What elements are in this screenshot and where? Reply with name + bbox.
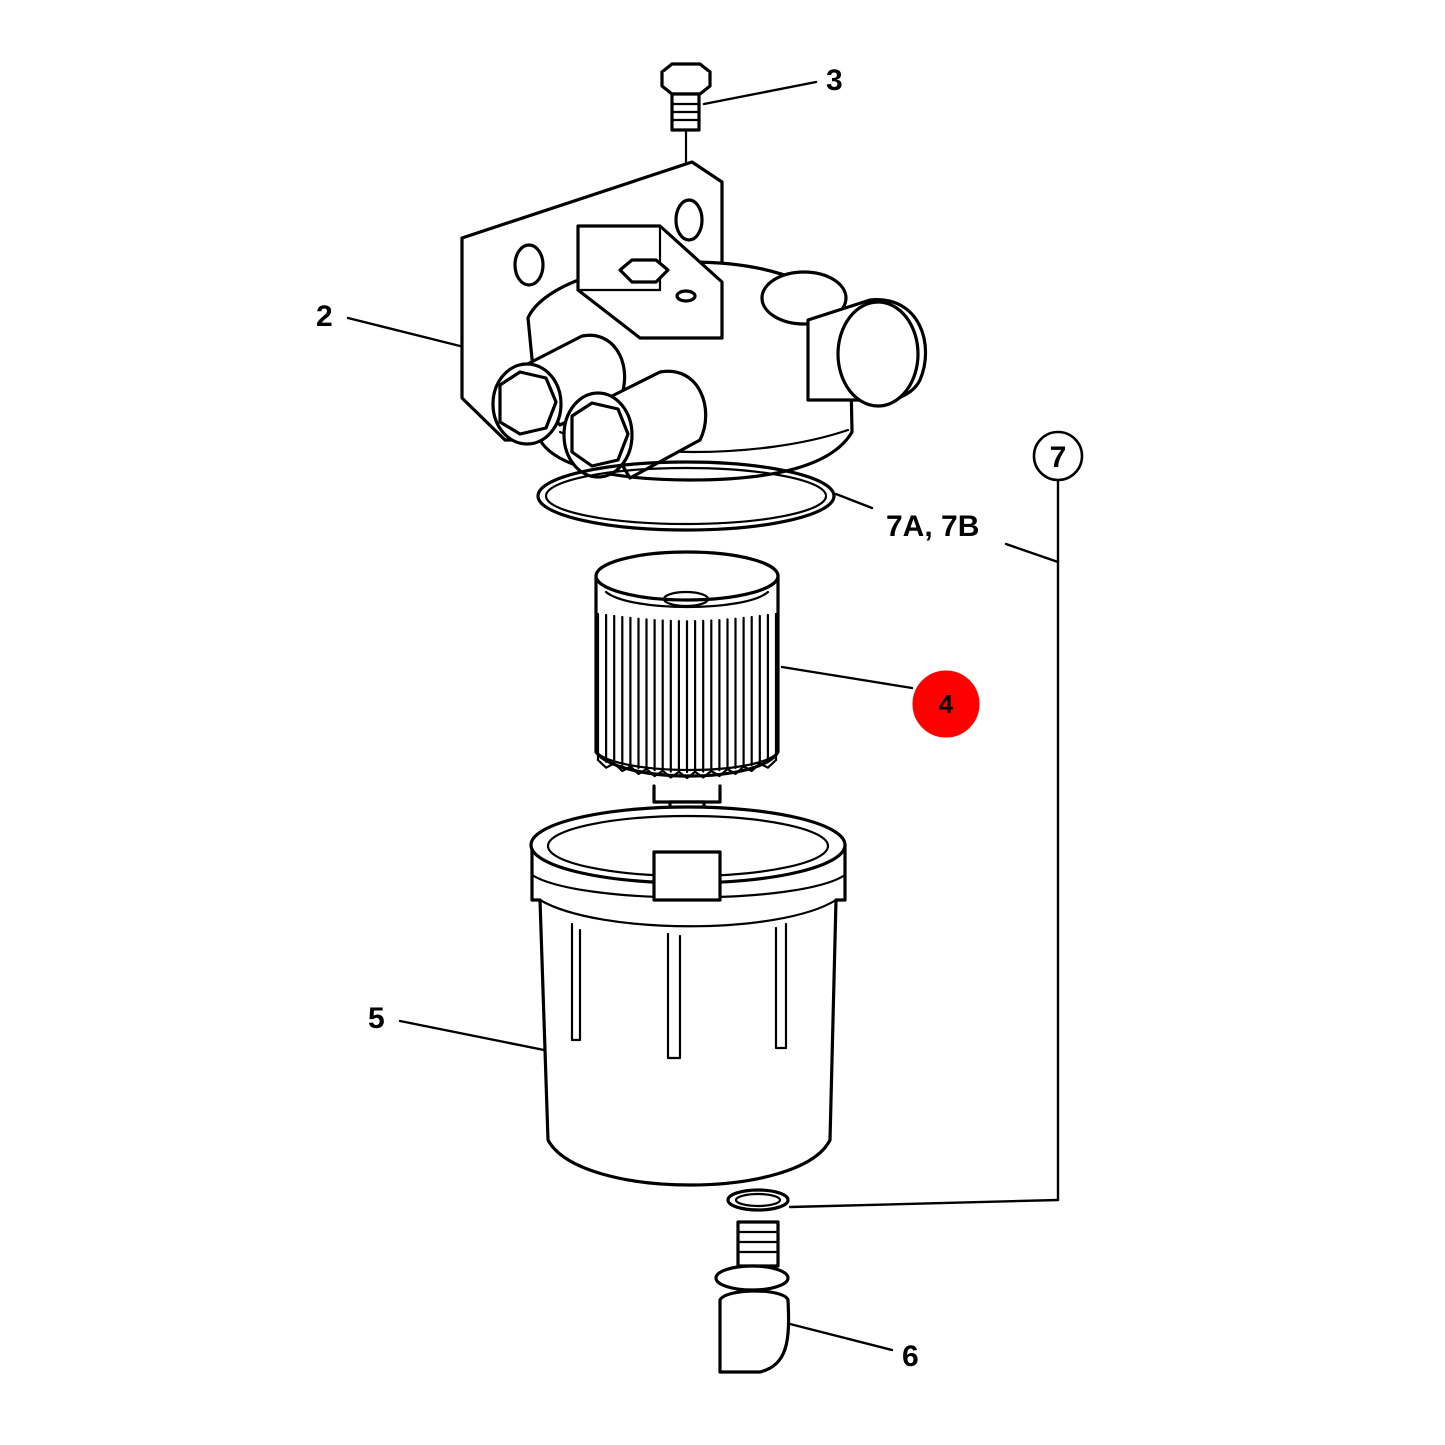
callout-highlight-4[interactable]: 4 [912,670,980,738]
leader-lines [346,80,1060,1352]
callout-label-3: 3 [826,64,843,97]
o-ring-part-7a-7b[interactable] [536,460,836,532]
leader-3 [702,80,818,106]
leader-2 [346,316,462,348]
leader-4 [780,665,914,690]
callout-label-6: 6 [902,1340,919,1373]
bowl-part-5[interactable] [529,805,847,1187]
callout-label-5: 5 [368,1002,385,1035]
drain-washer[interactable] [726,1188,790,1212]
leader-7ab [834,492,874,510]
callout-label-2: 2 [316,300,333,333]
leader-5 [398,1019,546,1052]
filter-head-part-2[interactable] [460,160,928,482]
leader-7-left-bottom [788,1198,1060,1209]
leader-7-left-top [1004,542,1060,564]
filter-element-part-4[interactable] [594,550,780,856]
filter-pleat-edge [596,758,778,780]
callout-circle-7[interactable]: 7 [1032,430,1084,482]
drain-plug-part-6[interactable] [714,1220,791,1374]
callout-label-7a-7b: 7A, 7B [886,510,979,543]
callout-label-4: 4 [939,689,954,719]
leader-6 [788,1322,894,1352]
callout-label-7: 7 [1050,441,1067,474]
